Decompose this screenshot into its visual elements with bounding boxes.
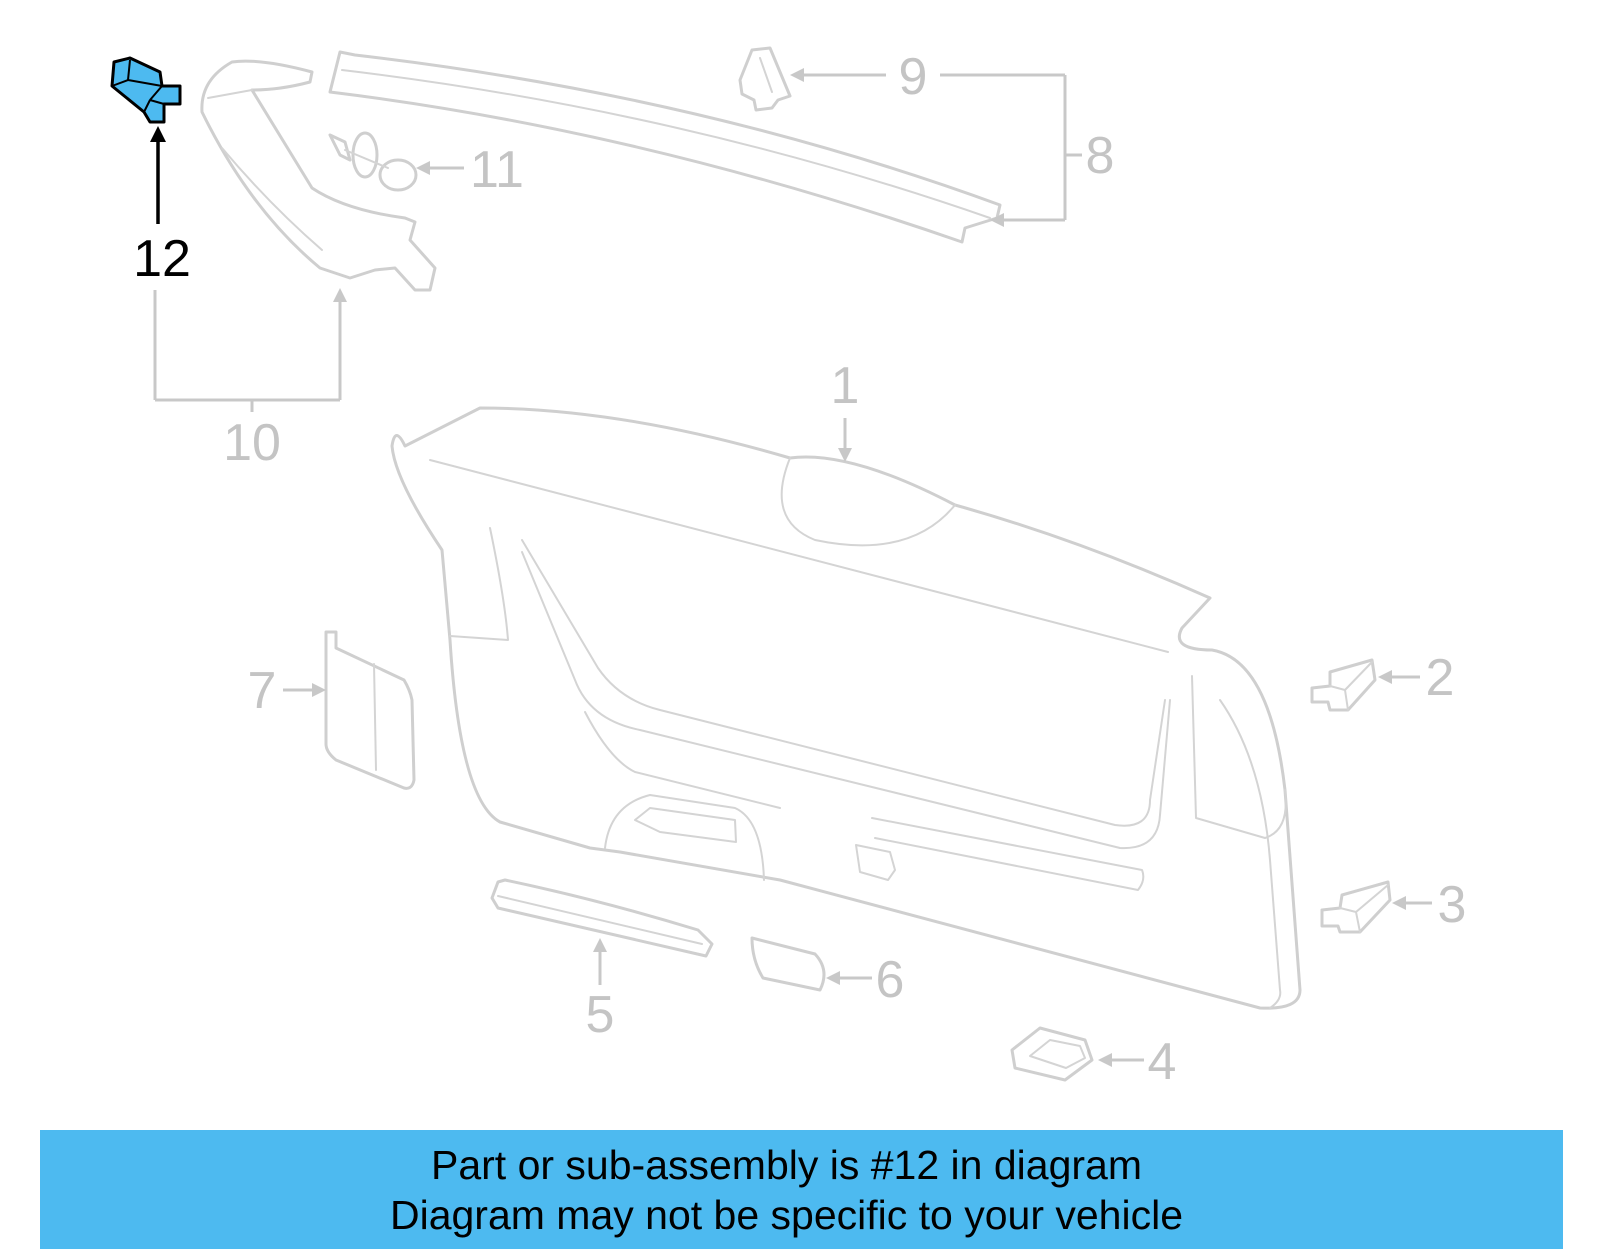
callout-10: 10 [223,414,281,472]
part-12-highlighted[interactable] [110,56,182,124]
part-7-side-panel[interactable] [324,630,416,790]
leader-lines [153,68,1432,1067]
part-5-sill-strip[interactable] [490,878,714,958]
part-11-push-pin[interactable] [328,131,418,192]
banner-line-2: Diagram may not be specific to your vehi… [389,1191,1183,1238]
banner-line-1: Part or sub-assembly is #12 in diagram [431,1141,1142,1188]
part-8-upper-trim[interactable] [328,50,1002,244]
callout-6: 6 [876,951,905,1009]
info-banner: Part or sub-assembly is #12 in diagram D… [40,1130,1563,1249]
callout-1: 1 [831,357,860,415]
callout-11: 11 [470,141,524,199]
callout-9: 9 [899,48,928,106]
part-4-pad[interactable] [1010,1026,1094,1082]
info-banner-background [40,1130,1563,1249]
part-9-clip[interactable] [738,46,792,112]
callout-2: 2 [1426,649,1455,707]
part-10-pillar-trim[interactable] [200,59,437,292]
callout-4: 4 [1148,1033,1177,1091]
part-6-cover[interactable] [750,936,826,992]
part-1-liftgate-panel[interactable] [390,406,1302,1010]
part-3-clip[interactable] [1320,880,1392,934]
callout-5: 5 [586,986,615,1044]
callout-12: 12 [133,230,191,288]
part-2-clip[interactable] [1310,658,1377,712]
callout-8: 8 [1086,127,1115,185]
callout-3: 3 [1438,876,1467,934]
leader-12 [150,126,166,224]
callout-7: 7 [248,662,277,720]
